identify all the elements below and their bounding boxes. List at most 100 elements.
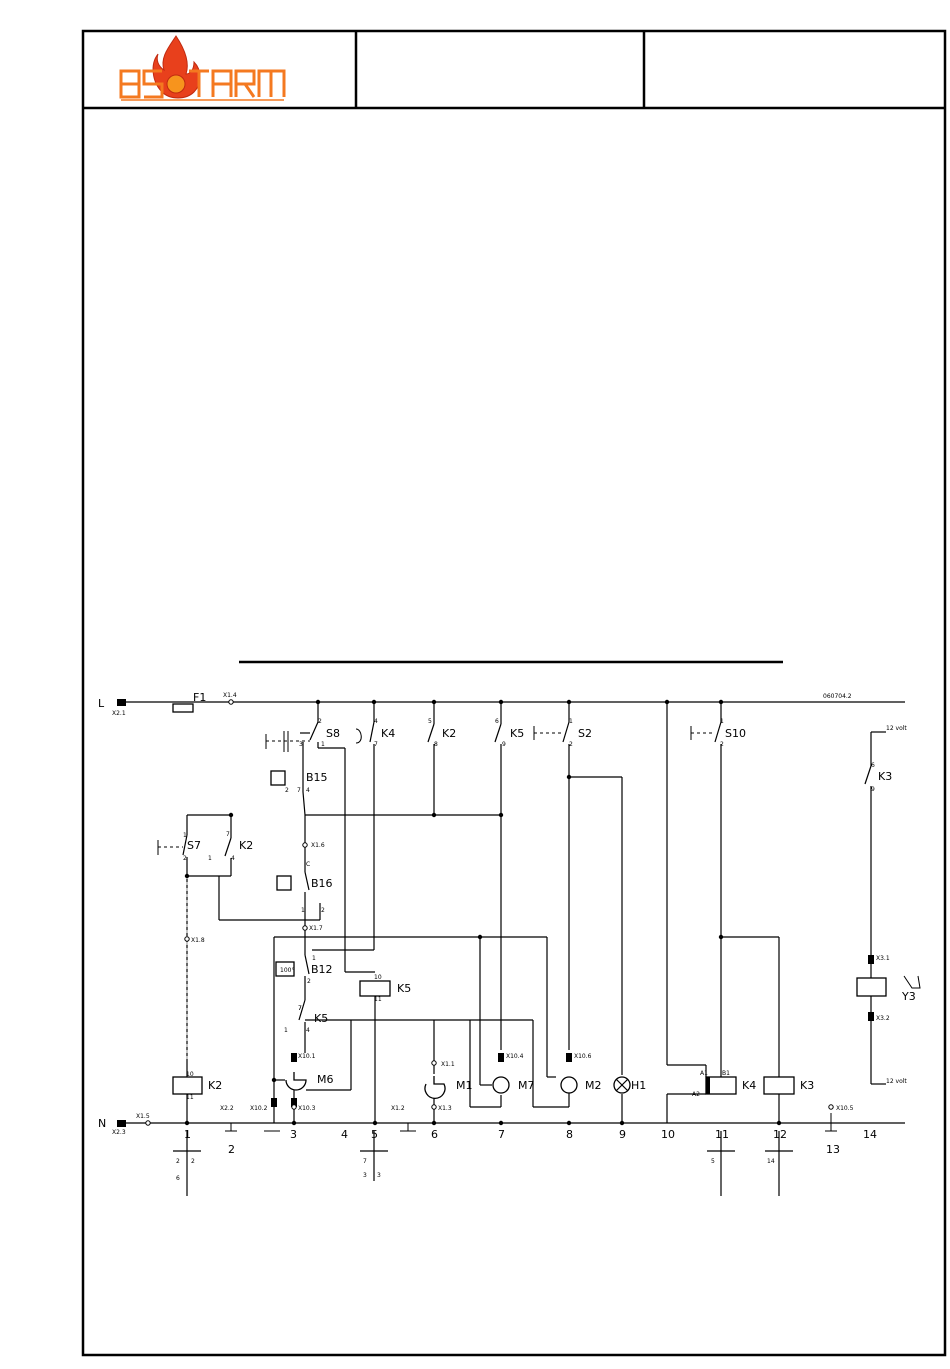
s2-label: S2 bbox=[578, 727, 592, 740]
y3-coil-icon bbox=[856, 977, 887, 997]
k4-contact-label: K4 bbox=[381, 727, 395, 740]
k2-top-label: K2 bbox=[442, 727, 456, 740]
b12-sensor-icon bbox=[275, 961, 295, 977]
b15-label: B15 bbox=[306, 771, 328, 784]
column-12: 12 bbox=[773, 1128, 787, 1141]
terminal-x106: X10.6 bbox=[574, 1053, 592, 1060]
k2-coil-label: K2 bbox=[208, 1079, 222, 1092]
svg-text:2: 2 bbox=[307, 978, 311, 985]
svg-text:11: 11 bbox=[374, 996, 382, 1003]
b12-setting: 100° bbox=[280, 967, 294, 974]
terminal-x101: X10.1 bbox=[298, 1053, 316, 1060]
junction-dots bbox=[184, 699, 782, 1126]
hs-tarm-logo bbox=[119, 35, 286, 101]
svg-text:2: 2 bbox=[318, 718, 322, 725]
b16-sensor-icon bbox=[276, 875, 292, 891]
s8-label: S8 bbox=[326, 727, 340, 740]
svg-text:1: 1 bbox=[183, 832, 187, 839]
k5-coil-label: K5 bbox=[397, 982, 411, 995]
svg-text:2: 2 bbox=[191, 1158, 195, 1165]
m6-label: M6 bbox=[317, 1073, 334, 1086]
svg-text:6: 6 bbox=[176, 1175, 180, 1182]
column-9: 9 bbox=[619, 1128, 626, 1141]
svg-text:B1: B1 bbox=[722, 1070, 730, 1077]
column-6: 6 bbox=[431, 1128, 438, 1141]
terminal-x13: X1.3 bbox=[438, 1105, 452, 1112]
svg-text:3: 3 bbox=[299, 741, 303, 748]
f1-fuse-icon bbox=[172, 703, 194, 713]
svg-text:C: C bbox=[306, 861, 310, 868]
column-3: 3 bbox=[290, 1128, 297, 1141]
terminal-x102: X10.2 bbox=[250, 1105, 268, 1112]
terminal-circles bbox=[145, 699, 834, 1126]
column-11: 11 bbox=[715, 1128, 729, 1141]
b12-label: B12 bbox=[311, 963, 333, 976]
actuator-ends bbox=[157, 726, 921, 989]
neutral-label: N bbox=[98, 1117, 106, 1130]
s10-label: S10 bbox=[725, 727, 746, 740]
terminal-x32: X3.2 bbox=[876, 1015, 890, 1022]
svg-text:9: 9 bbox=[871, 786, 875, 793]
svg-text:A1: A1 bbox=[700, 1070, 708, 1077]
column-14: 14 bbox=[863, 1128, 877, 1141]
svg-text:A2: A2 bbox=[692, 1091, 700, 1098]
svg-text:2: 2 bbox=[176, 1158, 180, 1165]
svg-text:10: 10 bbox=[186, 1071, 194, 1078]
svg-text:3: 3 bbox=[363, 1172, 367, 1179]
terminal-x22: X2.2 bbox=[220, 1105, 234, 1112]
svg-text:3: 3 bbox=[377, 1172, 381, 1179]
svg-text:1: 1 bbox=[720, 718, 724, 725]
svg-text:6: 6 bbox=[871, 762, 875, 769]
terminal-x18: X1.8 bbox=[191, 937, 205, 944]
y3-label: Y3 bbox=[901, 990, 916, 1003]
terminal-x17: X1.7 bbox=[309, 925, 323, 932]
b15-sensor-icon bbox=[270, 770, 286, 786]
voltage-bottom: 12 volt bbox=[886, 1078, 907, 1085]
svg-text:2: 2 bbox=[569, 741, 573, 748]
svg-text:9: 9 bbox=[502, 741, 506, 748]
svg-text:4: 4 bbox=[306, 787, 310, 794]
title-block bbox=[83, 31, 945, 110]
line-label: L bbox=[98, 697, 105, 710]
svg-text:1: 1 bbox=[321, 741, 325, 748]
flame-core-icon bbox=[166, 74, 186, 94]
line-terminal: X2.1 bbox=[112, 710, 126, 717]
terminal-x31: X3.1 bbox=[876, 955, 890, 962]
svg-text:2: 2 bbox=[285, 787, 289, 794]
svg-text:2: 2 bbox=[183, 855, 187, 862]
m6-fan-icon bbox=[285, 1072, 307, 1091]
svg-text:8: 8 bbox=[434, 741, 438, 748]
svg-text:2: 2 bbox=[720, 741, 724, 748]
k3-contact-label: K3 bbox=[878, 770, 892, 783]
svg-text:1: 1 bbox=[208, 855, 212, 862]
page-frame bbox=[81, 29, 947, 1357]
svg-text:5: 5 bbox=[428, 718, 432, 725]
svg-text:1: 1 bbox=[284, 1027, 288, 1034]
m2-motor-icon bbox=[560, 1076, 578, 1094]
terminal-x105: X10.5 bbox=[836, 1105, 854, 1112]
drawing-number: 060704.2 bbox=[823, 693, 852, 700]
column-1: 1 bbox=[184, 1128, 191, 1141]
actuator-links bbox=[158, 732, 715, 1060]
terminal-x11: X1.1 bbox=[441, 1061, 455, 1068]
k2-coil-icon bbox=[172, 1076, 203, 1095]
neutral-terminal: X2.3 bbox=[112, 1129, 126, 1136]
svg-text:2: 2 bbox=[321, 907, 325, 914]
x15-label: X1.5 bbox=[136, 1113, 150, 1120]
f1-label: F1 bbox=[193, 691, 206, 704]
k5-low-label: K5 bbox=[314, 1012, 328, 1025]
svg-text:4: 4 bbox=[231, 855, 235, 862]
svg-text:1: 1 bbox=[569, 718, 573, 725]
column-2: 2 bbox=[228, 1143, 235, 1156]
svg-text:11: 11 bbox=[186, 1094, 194, 1101]
svg-text:4: 4 bbox=[306, 1027, 310, 1034]
terminal-x104: X10.4 bbox=[506, 1053, 524, 1060]
voltage-top: 12 volt bbox=[886, 725, 907, 732]
svg-text:7: 7 bbox=[298, 1005, 302, 1012]
svg-text:5: 5 bbox=[711, 1158, 715, 1165]
flame-icon bbox=[152, 35, 201, 99]
labels: L X2.1 N X2.3 F1 X1.4 X1.5 060704.2 12 v… bbox=[98, 691, 916, 1182]
wiring bbox=[126, 701, 905, 1196]
k2-mid-label: K2 bbox=[239, 839, 253, 852]
